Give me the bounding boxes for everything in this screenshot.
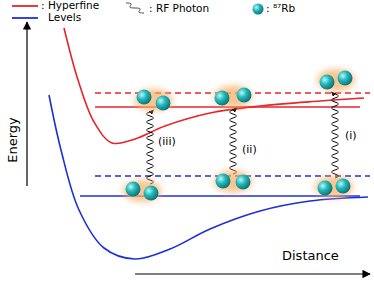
atom-pairs xyxy=(123,69,355,202)
legend-text: Levels xyxy=(48,12,81,24)
legend-photon-symbol xyxy=(126,3,144,13)
rf-photon xyxy=(332,92,339,178)
rf-photon xyxy=(230,108,237,174)
atom-pair xyxy=(214,86,252,108)
atom-glow xyxy=(317,69,355,91)
rb-atom xyxy=(236,175,251,190)
legend-photon-path xyxy=(126,3,144,13)
atom-glow xyxy=(123,180,161,202)
transition-label: (i) xyxy=(345,130,357,142)
rb-atom xyxy=(156,96,171,111)
legend-line-blue xyxy=(12,17,38,19)
upper-potential-curve xyxy=(64,28,364,144)
lower-potential-curve xyxy=(49,95,368,259)
rb-atom xyxy=(144,186,159,201)
atom-glow xyxy=(315,176,353,198)
atom-glow xyxy=(135,89,173,111)
energy-axis xyxy=(26,22,27,186)
atom-pair xyxy=(315,176,353,198)
rb-atom xyxy=(237,88,252,103)
legend-atom-symbol xyxy=(253,4,264,15)
atom-pair xyxy=(123,180,161,202)
atom-glow xyxy=(214,86,252,108)
rb-atom xyxy=(126,182,141,197)
atom-pair xyxy=(214,171,252,193)
legend-text: : ⁸⁷Rb xyxy=(266,3,295,15)
asymptote-lower xyxy=(80,195,360,196)
legend-text: : RF Photon xyxy=(149,3,209,15)
rb-atom xyxy=(320,75,335,90)
atom-pair xyxy=(135,89,173,111)
transition-label: (ii) xyxy=(242,144,257,156)
legend-text: : Hyperfine xyxy=(41,0,99,12)
rb-atom xyxy=(338,71,353,86)
axis-label: Distance xyxy=(282,249,339,263)
rb-atom xyxy=(216,174,231,189)
transition-label: (iii) xyxy=(158,136,176,148)
rb-atom xyxy=(137,90,152,105)
legend-line-red xyxy=(12,5,38,7)
atom-pair xyxy=(317,69,355,91)
distance-axis xyxy=(135,273,370,274)
rb-atom xyxy=(318,181,333,196)
rb-atom xyxy=(336,179,351,194)
atom-glow xyxy=(214,171,252,193)
axis-label: Energy xyxy=(6,117,20,163)
rf-photon xyxy=(147,110,154,184)
rb-atom xyxy=(215,91,230,106)
